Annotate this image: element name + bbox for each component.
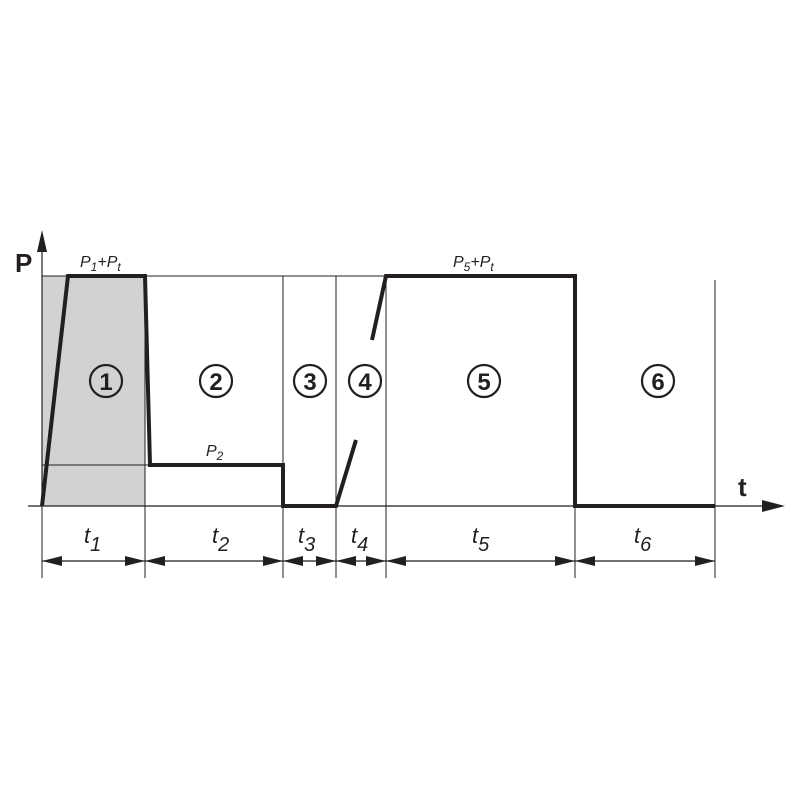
svg-text:4: 4 xyxy=(358,369,372,396)
svg-text:3: 3 xyxy=(303,369,316,396)
phase-marker-1: 1 xyxy=(88,363,124,399)
duration-label-t6: t6 xyxy=(634,523,652,556)
phase-marker-4: 4 xyxy=(347,363,383,399)
phase-marker-2: 2 xyxy=(198,363,234,399)
duration-label-t3: t3 xyxy=(298,523,315,556)
duration-label-t2: t2 xyxy=(212,523,229,556)
svg-text:5: 5 xyxy=(477,369,490,396)
svg-text:6: 6 xyxy=(651,369,664,396)
duration-label-t1: t1 xyxy=(84,523,101,556)
phase-marker-5: 5 xyxy=(466,363,502,399)
duration-label-t4: t4 xyxy=(351,523,368,556)
y-axis-label: P xyxy=(15,248,32,278)
duration-label-t5: t5 xyxy=(472,523,490,556)
x-axis-label: t xyxy=(738,472,747,502)
power-profile xyxy=(40,274,715,508)
svg-text:2: 2 xyxy=(209,369,222,396)
svg-text:1: 1 xyxy=(99,369,112,396)
phase-marker-6: 6 xyxy=(640,363,676,399)
x-axis-arrow-icon xyxy=(762,500,785,512)
level-label-p2: P2 xyxy=(206,443,224,463)
level-label-p1-pt: P1+Pt xyxy=(80,254,121,274)
phase-marker-3: 3 xyxy=(292,363,328,399)
level-label-p5-pt: P5+Pt xyxy=(453,254,494,274)
y-axis-arrow-icon xyxy=(37,230,47,252)
